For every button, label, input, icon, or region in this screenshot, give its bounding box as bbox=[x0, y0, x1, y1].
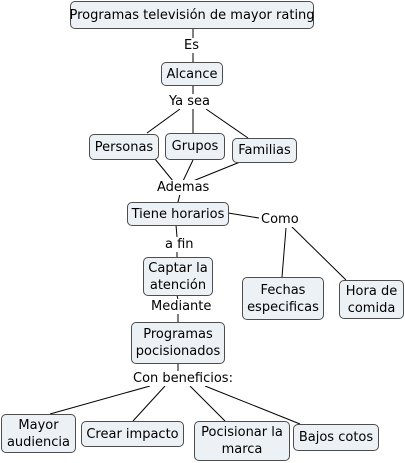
concept-label: Bajos cotos bbox=[298, 430, 374, 445]
concept-alcance[interactable]: Alcance bbox=[161, 62, 223, 86]
concept-personas[interactable]: Personas bbox=[89, 134, 159, 160]
concept-bajos-cotos[interactable]: Bajos cotos bbox=[293, 424, 379, 451]
concept-grupos[interactable]: Grupos bbox=[165, 133, 225, 160]
concept-familias[interactable]: Familias bbox=[232, 138, 297, 163]
concept-mayor-audiencia[interactable]: Mayor audiencia bbox=[1, 414, 76, 453]
connector bbox=[175, 224, 178, 238]
concept-programas-tv[interactable]: Programas televisión de mayor rating bbox=[69, 1, 315, 29]
concept-label: Crear impacto bbox=[86, 426, 179, 442]
link-phrase-ademas: Ademas bbox=[155, 180, 212, 195]
concept-captar-atencion[interactable]: Captar la atención bbox=[143, 257, 213, 296]
concept-label: Personas bbox=[94, 139, 154, 155]
connector bbox=[205, 108, 249, 139]
concept-label: Programas pocisionados bbox=[135, 327, 221, 359]
connector bbox=[281, 227, 287, 278]
concept-tiene-horarios[interactable]: Tiene horarios bbox=[127, 202, 229, 226]
concept-label: Pocisionar la marca bbox=[201, 425, 283, 457]
concept-label: Tiene horarios bbox=[131, 206, 225, 222]
connector bbox=[177, 193, 181, 203]
concept-label: Captar la atención bbox=[148, 260, 208, 293]
link-phrase-mediante: Mediante bbox=[149, 299, 214, 314]
concept-posicionar-marca[interactable]: Pocisionar la marca bbox=[194, 421, 290, 461]
connector bbox=[49, 385, 151, 415]
link-phrase-como: Como bbox=[259, 212, 301, 227]
concept-label: Alcance bbox=[166, 66, 218, 82]
concept-label: Hora de comida bbox=[345, 283, 398, 316]
connector bbox=[288, 223, 347, 281]
concept-crear-impacto[interactable]: Crear impacto bbox=[81, 421, 184, 447]
link-phrase-es: Es bbox=[182, 38, 201, 53]
link-phrase-con-beneficios: Con beneficios: bbox=[131, 371, 235, 386]
connector bbox=[227, 212, 260, 219]
concept-label: Programas televisión de mayor rating bbox=[69, 7, 315, 23]
concept-programas-posicionados[interactable]: Programas pocisionados bbox=[131, 322, 225, 364]
connector bbox=[189, 385, 226, 422]
concept-label: Fechas especificas bbox=[247, 282, 319, 315]
concept-hora-comida[interactable]: Hora de comida bbox=[339, 280, 404, 319]
concept-label: Mayor audiencia bbox=[6, 417, 71, 450]
concept-label: Grupos bbox=[171, 139, 219, 154]
connector bbox=[132, 385, 166, 422]
connector bbox=[182, 159, 194, 182]
link-phrase-ya-sea: Ya sea bbox=[167, 94, 212, 109]
concept-fechas-especificas[interactable]: Fechas especificas bbox=[242, 277, 324, 320]
connector bbox=[146, 108, 181, 134]
connector bbox=[192, 161, 241, 182]
connector bbox=[154, 158, 174, 182]
concept-label: Familias bbox=[238, 143, 291, 158]
connector bbox=[204, 385, 301, 425]
link-phrase-a-fin: a fin bbox=[163, 237, 196, 252]
